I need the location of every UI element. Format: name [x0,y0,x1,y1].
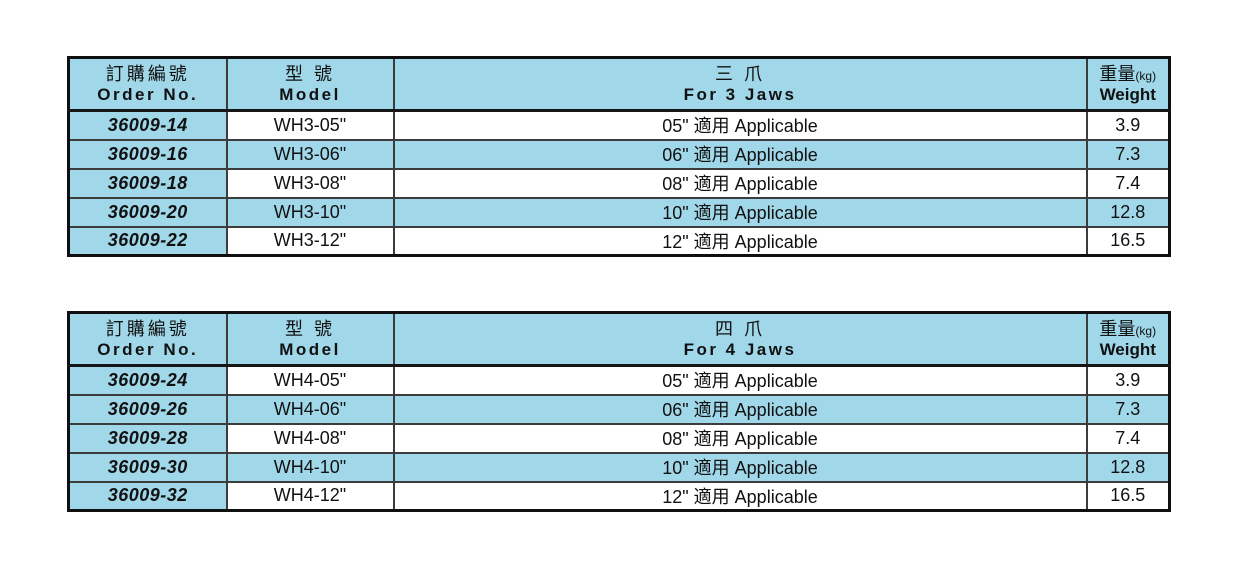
header-jaws-zh: 四 爪 [714,318,765,339]
applicable-cell: 06" 適用 Applicable [392,138,1088,170]
table-row: 36009-16 WH3-06" 06" 適用 Applicable 7.3 [67,138,1171,170]
model-cell: WH3-12" [225,225,395,257]
model-cell: WH3-10" [225,196,395,228]
header-weight-en: Weight [1099,85,1156,105]
header-order-no-zh: 訂購編號 [105,318,190,339]
table-row: 36009-32 WH4-12" 12" 適用 Applicable 16.5 [67,480,1171,512]
model-cell: WH4-10" [225,451,395,483]
order-no-cell: 36009-24 [67,364,228,396]
table-row: 36009-14 WH3-05" 05" 適用 Applicable 3.9 [67,109,1171,141]
header-jaws: 四 爪 For 4 Jaws [392,311,1088,367]
header-weight-zh: 重量(kg) [1090,63,1167,86]
applicable-cell: 10" 適用 Applicable [392,451,1088,483]
header-model: 型 號 Model [225,56,395,112]
weight-cell: 16.5 [1085,480,1171,512]
table-row: 36009-18 WH3-08" 08" 適用 Applicable 7.4 [67,167,1171,199]
header-model: 型 號 Model [225,311,395,367]
header-model-zh: 型 號 [284,63,335,84]
model-cell: WH4-06" [225,393,395,425]
header-model-en: Model [279,85,341,105]
table-row: 36009-26 WH4-06" 06" 適用 Applicable 7.3 [67,393,1171,425]
model-cell: WH3-05" [225,109,395,141]
weight-cell: 16.5 [1085,225,1171,257]
header-jaws-en: For 3 Jaws [683,85,797,105]
model-cell: WH4-08" [225,422,395,454]
header-weight-unit: (kg) [1135,68,1157,83]
applicable-cell: 05" 適用 Applicable [392,364,1088,396]
weight-cell: 7.3 [1085,393,1171,425]
model-cell: WH4-12" [225,480,395,512]
applicable-cell: 10" 適用 Applicable [392,196,1088,228]
header-weight: 重量(kg) Weight [1085,56,1171,112]
header-order-no: 訂購編號 Order No. [67,56,228,112]
header-order-no-en: Order No. [97,85,199,105]
weight-cell: 3.9 [1085,109,1171,141]
header-weight-zh: 重量(kg) [1090,318,1167,341]
table-row: 36009-20 WH3-10" 10" 適用 Applicable 12.8 [67,196,1171,228]
order-no-cell: 36009-16 [67,138,228,170]
applicable-cell: 05" 適用 Applicable [392,109,1088,141]
header-jaws: 三 爪 For 3 Jaws [392,56,1088,112]
header-weight-unit: (kg) [1135,323,1157,338]
header-weight-zh-text: 重量 [1099,318,1136,339]
header-order-no-en: Order No. [97,340,199,360]
weight-cell: 12.8 [1085,196,1171,228]
table-row: 36009-24 WH4-05" 05" 適用 Applicable 3.9 [67,364,1171,396]
order-no-cell: 36009-30 [67,451,228,483]
table-row: 36009-28 WH4-08" 08" 適用 Applicable 7.4 [67,422,1171,454]
order-no-cell: 36009-14 [67,109,228,141]
order-no-cell: 36009-20 [67,196,228,228]
applicable-cell: 12" 適用 Applicable [392,480,1088,512]
weight-cell: 12.8 [1085,451,1171,483]
header-weight-zh-text: 重量 [1099,63,1136,84]
weight-cell: 3.9 [1085,364,1171,396]
applicable-cell: 08" 適用 Applicable [392,422,1088,454]
header-jaws-en: For 4 Jaws [683,340,797,360]
header-jaws-zh: 三 爪 [714,63,765,84]
order-no-cell: 36009-18 [67,167,228,199]
applicable-cell: 08" 適用 Applicable [392,167,1088,199]
spec-table-3jaws: 訂購編號 Order No. 型 號 Model 三 爪 For 3 Jaws … [67,56,1171,257]
applicable-cell: 12" 適用 Applicable [392,225,1088,257]
order-no-cell: 36009-22 [67,225,228,257]
model-cell: WH3-08" [225,167,395,199]
header-weight-en: Weight [1099,340,1156,360]
spec-table-4jaws: 訂購編號 Order No. 型 號 Model 四 爪 For 4 Jaws … [67,311,1171,512]
table-row: 36009-30 WH4-10" 10" 適用 Applicable 12.8 [67,451,1171,483]
header-order-no: 訂購編號 Order No. [67,311,228,367]
weight-cell: 7.3 [1085,138,1171,170]
applicable-cell: 06" 適用 Applicable [392,393,1088,425]
table-row: 36009-22 WH3-12" 12" 適用 Applicable 16.5 [67,225,1171,257]
order-no-cell: 36009-26 [67,393,228,425]
model-cell: WH3-06" [225,138,395,170]
weight-cell: 7.4 [1085,422,1171,454]
weight-cell: 7.4 [1085,167,1171,199]
table-header-row: 訂購編號 Order No. 型 號 Model 三 爪 For 3 Jaws … [67,56,1171,112]
table-header-row: 訂購編號 Order No. 型 號 Model 四 爪 For 4 Jaws … [67,311,1171,367]
header-model-zh: 型 號 [284,318,335,339]
order-no-cell: 36009-28 [67,422,228,454]
header-model-en: Model [279,340,341,360]
model-cell: WH4-05" [225,364,395,396]
header-weight: 重量(kg) Weight [1085,311,1171,367]
header-order-no-zh: 訂購編號 [105,63,190,84]
order-no-cell: 36009-32 [67,480,228,512]
